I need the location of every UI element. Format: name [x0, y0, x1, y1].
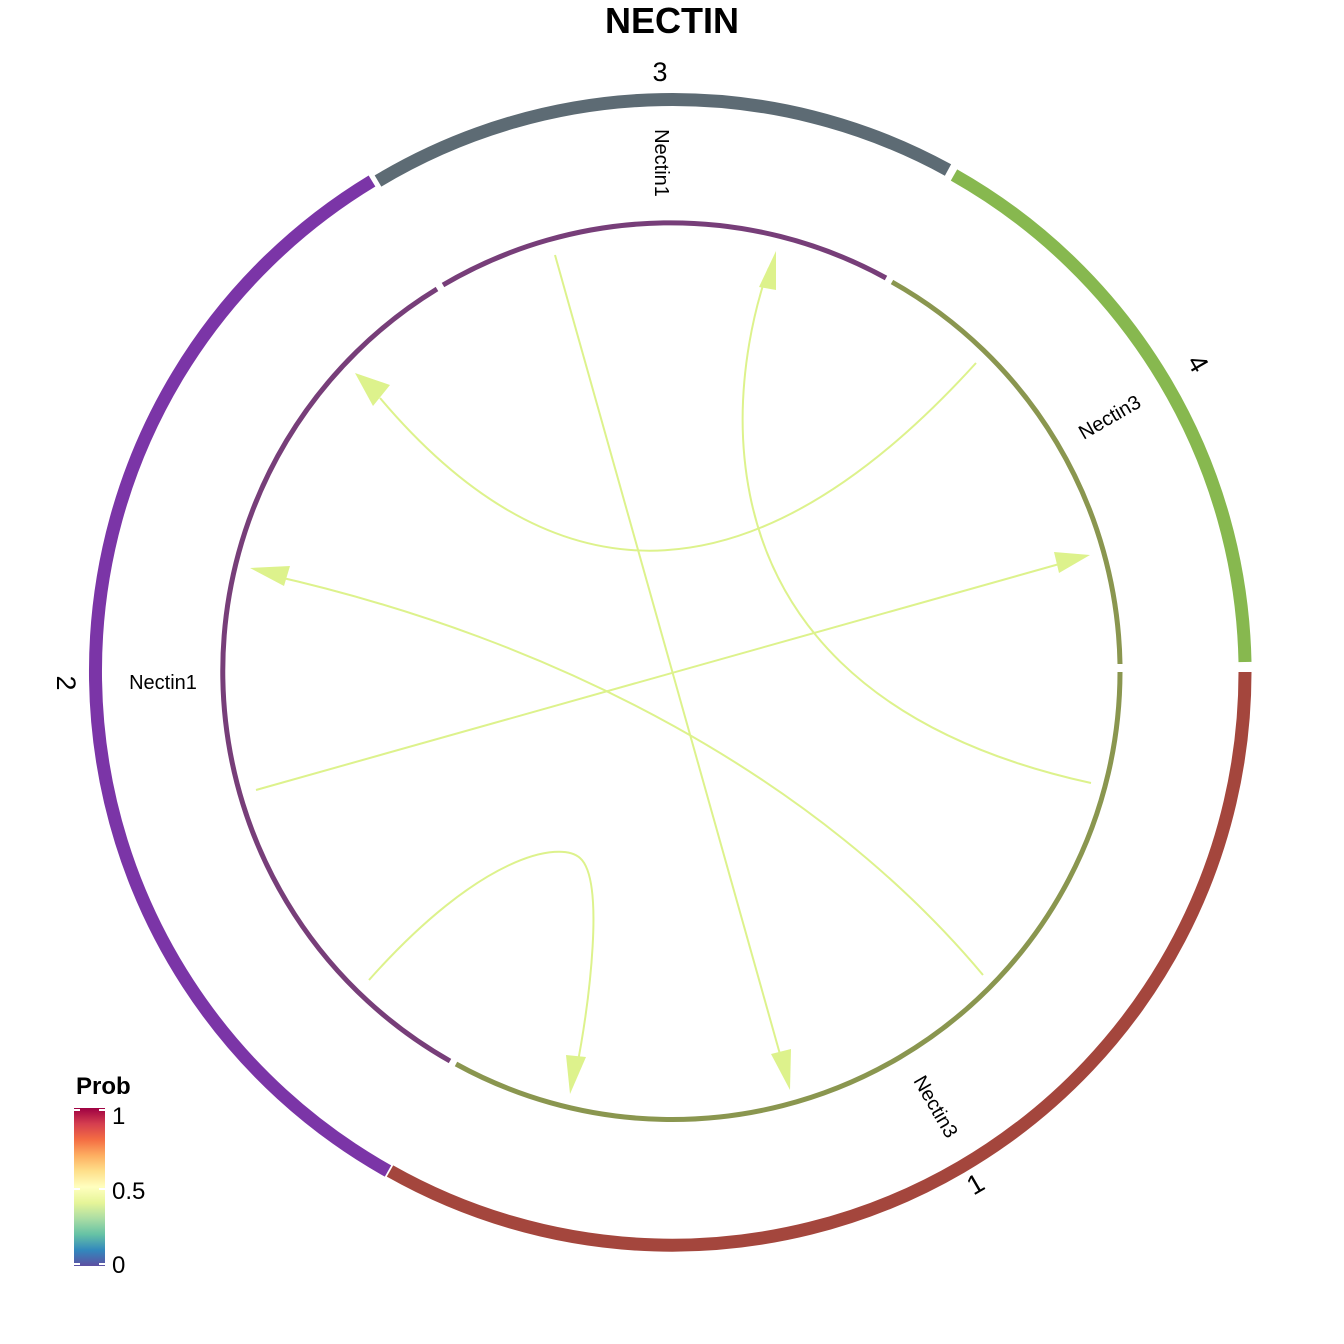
legend-tick-marks [74, 1109, 105, 1265]
gene-arc-nectin3-4[interactable] [890, 279, 1123, 665]
link-curve[interactable] [379, 362, 977, 552]
group-label-4: 4 [1181, 349, 1214, 377]
arrowhead [566, 1055, 586, 1094]
link-curve[interactable] [269, 574, 984, 976]
chart-title: NECTIN [605, 0, 739, 41]
group-arc-3[interactable] [374, 93, 952, 187]
gene-arc-nectin3-1[interactable] [454, 671, 1123, 1123]
legend-colorbar [74, 1108, 105, 1266]
links [255, 254, 1092, 1073]
arrowhead [771, 1049, 791, 1090]
legend-tick-0: 0 [112, 1252, 125, 1279]
arrowhead [1054, 552, 1090, 573]
arrowhead [250, 566, 290, 586]
outer-track [89, 93, 1252, 1252]
group-arc-2[interactable] [89, 175, 392, 1177]
legend-title: Prob [76, 1073, 131, 1100]
arrowheads [250, 251, 1090, 1094]
gene-label-nectin1-3: Nectin1 [650, 129, 672, 197]
group-label-3: 3 [652, 57, 667, 87]
group-label-2: 2 [51, 675, 81, 690]
gene-arc-nectin1-2[interactable] [220, 286, 452, 1064]
link-curve[interactable] [255, 560, 1071, 791]
gene-label-nectin1-2: Nectin1 [129, 672, 197, 694]
gene-label-nectin3-1: Nectin3 [909, 1072, 962, 1142]
link-curve[interactable] [368, 850, 595, 1073]
gene-arc-nectin1-3[interactable] [441, 220, 888, 288]
link-curve[interactable] [741, 267, 1092, 784]
legend: Prob 1 0.5 0 [74, 1073, 145, 1279]
link-curve[interactable] [554, 254, 786, 1073]
legend-tick-0-5: 0.5 [112, 1178, 145, 1205]
group-label-1: 1 [961, 1167, 989, 1200]
arrowhead [355, 373, 390, 406]
gene-label-nectin3-4: Nectin3 [1075, 391, 1145, 444]
group-arc-1[interactable] [386, 671, 1252, 1252]
inner-track [220, 220, 1123, 1123]
group-arc-4[interactable] [950, 169, 1252, 663]
legend-tick-1: 1 [112, 1103, 125, 1130]
arrowhead [759, 251, 776, 290]
